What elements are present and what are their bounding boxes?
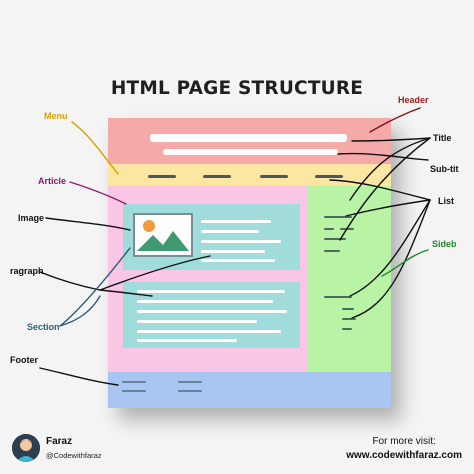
label-sidebar: Sideb <box>432 239 457 249</box>
paragraph-line <box>137 290 285 293</box>
text-line <box>201 250 265 253</box>
footer-link <box>178 381 202 383</box>
menu-item <box>148 175 176 178</box>
visit-block: For more visit: www.codewithfaraz.com <box>346 436 462 461</box>
footer-block <box>108 372 391 408</box>
menu-block <box>108 164 391 186</box>
list-item <box>342 308 354 310</box>
text-line <box>201 230 259 233</box>
section-top <box>123 204 300 270</box>
label-paragraph: ragraph <box>10 266 44 276</box>
mountain-icon <box>135 215 191 255</box>
list-item <box>342 318 356 320</box>
paragraph-line <box>137 320 257 323</box>
website-link[interactable]: www.codewithfaraz.com <box>346 450 462 461</box>
image-placeholder <box>133 213 193 257</box>
paragraph-line <box>137 300 273 303</box>
label-menu: Menu <box>44 111 68 121</box>
author-name: Faraz <box>46 436 73 447</box>
paragraph-line <box>137 339 237 342</box>
label-article: Article <box>38 176 67 186</box>
section-bottom <box>123 282 300 348</box>
list-item <box>324 250 340 252</box>
footer-link <box>122 381 146 383</box>
label-subtitle: Sub-tit <box>430 164 459 174</box>
header-block <box>108 118 391 164</box>
list-item <box>324 228 334 230</box>
label-list: List <box>438 196 455 206</box>
footer-link <box>122 390 146 392</box>
menu-item <box>203 175 231 178</box>
menu-item <box>260 175 288 178</box>
label-header: Header <box>398 95 429 105</box>
author-branding: Faraz @Codewithfaraz <box>12 432 212 466</box>
paragraph-line <box>137 330 281 333</box>
diagram-title: HTML PAGE STRUCTURE <box>110 78 364 99</box>
text-line <box>201 259 275 262</box>
label-section: Section <box>27 322 60 332</box>
title-bar <box>150 134 347 142</box>
footer-link <box>178 390 202 392</box>
avatar <box>12 434 40 462</box>
paragraph-line <box>137 310 287 313</box>
visit-label: For more visit: <box>372 436 436 447</box>
menu-item <box>315 175 343 178</box>
list-item <box>324 296 352 298</box>
sidebar-block <box>308 186 391 372</box>
author-handle: @Codewithfaraz <box>46 451 102 460</box>
text-line <box>201 220 271 223</box>
list-item <box>324 238 346 240</box>
list-item <box>324 216 352 218</box>
label-title: Title <box>433 133 452 143</box>
list-item <box>342 328 352 330</box>
page-mockup <box>108 118 391 408</box>
article-block <box>108 186 308 372</box>
subtitle-bar <box>163 149 338 155</box>
text-line <box>201 240 281 243</box>
avatar-icon <box>12 434 40 462</box>
label-footer: Footer <box>10 355 38 365</box>
label-image: Image <box>18 213 45 223</box>
